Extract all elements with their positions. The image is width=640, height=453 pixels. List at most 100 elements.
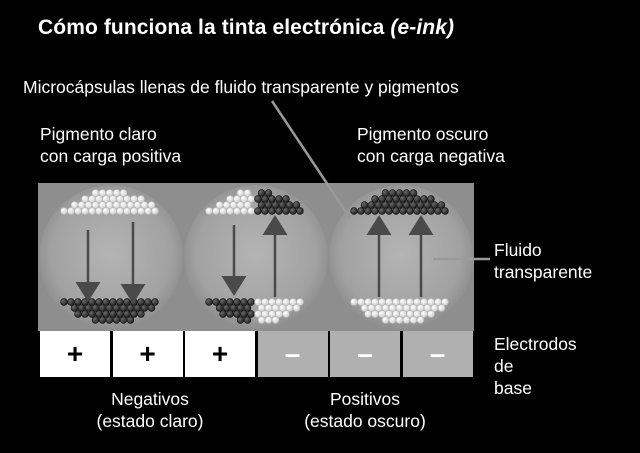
pigment-particle [123, 298, 131, 306]
pigment-particle [268, 298, 276, 306]
pigment-particle [109, 298, 117, 306]
pigment-particle [409, 316, 418, 324]
pigment-particle [285, 201, 294, 209]
pigment-particle [74, 298, 82, 306]
pigment-particle [81, 310, 89, 318]
pigment-particle [233, 298, 241, 306]
pigment-particle [385, 310, 393, 318]
pigment-particle [126, 304, 135, 312]
pigment-particle [91, 304, 100, 312]
pigment-particle [247, 298, 255, 306]
pigment-particle [409, 189, 418, 197]
pigment-particle [257, 304, 266, 312]
pigment-particle [137, 207, 145, 215]
pigment-particle [371, 195, 379, 203]
pigment-particle [406, 207, 414, 215]
pigment-particle [409, 201, 418, 209]
positive-electrode: + [185, 331, 255, 377]
pigment-particle [437, 304, 446, 312]
pigment-particle [388, 304, 397, 312]
pigment-particle [402, 189, 411, 197]
pigment-particle [388, 316, 397, 324]
pigment-particle [70, 201, 79, 209]
pigment-particle [406, 195, 414, 203]
pigment-particle [88, 207, 96, 215]
pigment-particle [381, 189, 390, 197]
pigment-particle [395, 304, 404, 312]
pigment-particle [388, 189, 397, 197]
pigment-particle [367, 201, 376, 209]
pigment-particle [381, 201, 390, 209]
pigment-particle [409, 304, 418, 312]
pigment-particle [112, 304, 121, 312]
pigment-particle [60, 298, 68, 306]
pigment-particle [406, 310, 414, 318]
pigment-particle [413, 195, 421, 203]
microcapsule-3 [329, 185, 473, 329]
pigment-particle [105, 189, 114, 197]
pigment-particle [264, 189, 273, 197]
pigment-particle [275, 207, 283, 215]
pigment-particle [112, 316, 121, 324]
pigment-particle [81, 195, 89, 203]
pigment-particle [236, 189, 245, 197]
pigment-particle [296, 298, 304, 306]
pigment-particle [119, 189, 128, 197]
negative-electrode: – [402, 331, 473, 377]
pigment-particle [236, 316, 245, 324]
pigment-particle [275, 310, 283, 318]
pigment-particle [285, 304, 294, 312]
pigment-particle [264, 304, 273, 312]
pigment-particle [254, 207, 262, 215]
pigment-particle [423, 201, 432, 209]
microcapsule-1 [39, 185, 183, 329]
pigment-particle [416, 316, 425, 324]
pigment-particle [77, 201, 86, 209]
pigment-particle [402, 304, 411, 312]
pigment-particle [371, 310, 379, 318]
pigment-particle [392, 207, 400, 215]
pigment-particle [378, 207, 386, 215]
pigment-particle [243, 316, 252, 324]
pigment-particle [402, 316, 411, 324]
pigment-particle [413, 207, 421, 215]
pigment-particle [81, 298, 89, 306]
pigment-particle [254, 310, 262, 318]
pigment-particle [434, 207, 442, 215]
pigment-particle [233, 310, 241, 318]
pigment-particle [109, 207, 117, 215]
pigment-particle [381, 316, 390, 324]
pigment-particle [205, 207, 213, 215]
pigment-particle [420, 207, 428, 215]
pigment-particle [116, 298, 124, 306]
pigment-particle [430, 201, 439, 209]
pigment-particle [140, 304, 149, 312]
pigment-particle [254, 298, 262, 306]
pigment-particle [130, 195, 138, 203]
pigment-particle [430, 304, 439, 312]
pigment-particle [77, 304, 86, 312]
pigment-particle [222, 201, 231, 209]
pigment-particle [441, 298, 449, 306]
pigment-particle [420, 195, 428, 203]
pigment-particle [385, 298, 393, 306]
pigment-particle [240, 195, 248, 203]
pigment-particle [271, 316, 280, 324]
pigment-particle [88, 310, 96, 318]
pigment-particle [84, 304, 93, 312]
pigment-particle [378, 310, 386, 318]
pigment-particle [434, 298, 442, 306]
pigment-particle [116, 195, 124, 203]
pigment-particle [67, 207, 75, 215]
pigment-particle [406, 298, 414, 306]
pigment-particle [271, 201, 280, 209]
pigment-particle [102, 298, 110, 306]
pigment-particle [109, 195, 117, 203]
pigment-particle [222, 304, 231, 312]
pigment-particle [399, 298, 407, 306]
pigment-particle [240, 310, 248, 318]
light-pigment-particles [60, 189, 159, 215]
pigment-particle [395, 201, 404, 209]
